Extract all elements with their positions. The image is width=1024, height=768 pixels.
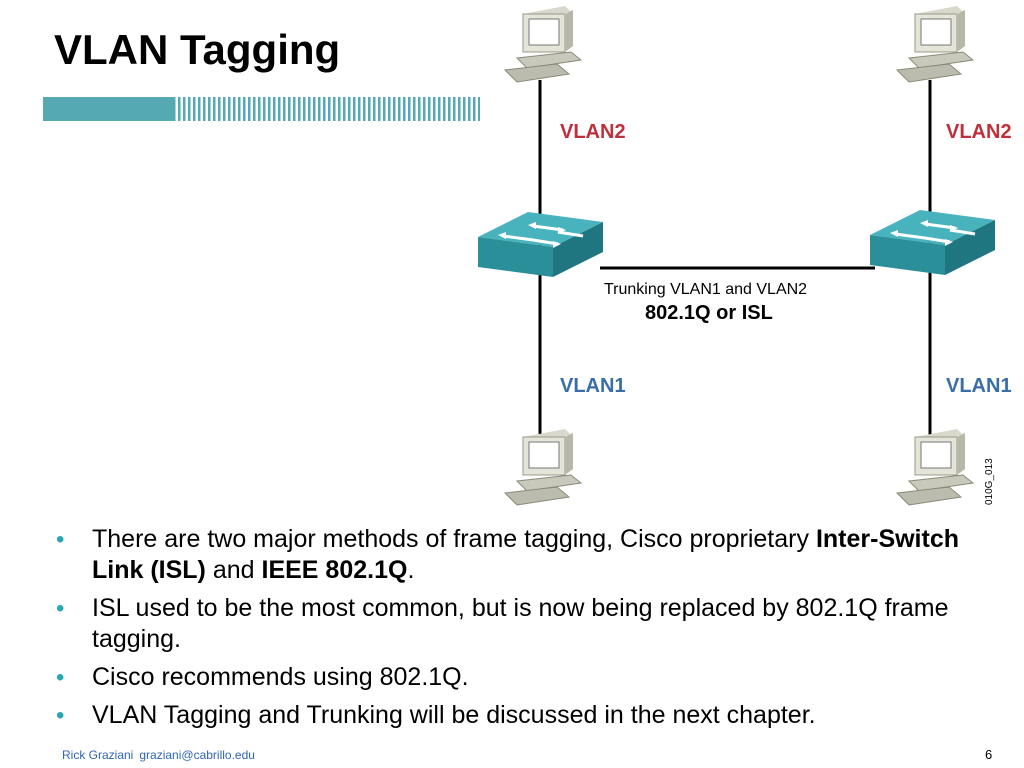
bar-stripe: [173, 97, 176, 121]
bar-stripe: [438, 97, 441, 121]
trunk-protocol-label: 802.1Q or ISL: [645, 302, 773, 324]
pc-top-left-icon: [504, 5, 582, 83]
bar-stripe: [358, 97, 361, 121]
footer-author: Rick Graziani: [62, 748, 134, 762]
bar-stripe: [423, 97, 426, 121]
bar-stripe: [468, 97, 471, 121]
bar-stripe: [418, 97, 421, 121]
bar-stripe: [253, 97, 256, 121]
bar-stripe: [343, 97, 346, 121]
bar-stripe: [223, 97, 226, 121]
bar-stripe: [378, 97, 381, 121]
bullet-item: • There are two major methods of frame t…: [56, 525, 960, 584]
bar-stripe: [443, 97, 446, 121]
bar-stripe: [218, 97, 221, 121]
bar-stripe: [353, 97, 356, 121]
bar-stripe: [333, 97, 336, 121]
bar-stripe: [403, 97, 406, 121]
bar-stripe: [198, 97, 201, 121]
bar-stripe: [293, 97, 296, 121]
bar-stripe: [228, 97, 231, 121]
bar-stripe: [283, 97, 286, 121]
bar-stripe: [448, 97, 451, 121]
bar-stripe: [473, 97, 476, 121]
bar-stripe: [363, 97, 366, 121]
vlan2-left-label: VLAN2: [560, 121, 626, 143]
bar-stripe: [188, 97, 191, 121]
page-title: VLAN Tagging: [54, 26, 341, 73]
bar-stripe: [413, 97, 416, 121]
bar-stripe: [298, 97, 301, 121]
bar-stripe: [248, 97, 251, 121]
title-underline-bar: [43, 97, 480, 121]
footer-email: graziani@cabrillo.edu: [139, 748, 255, 762]
bar-stripe: [338, 97, 341, 121]
bar-stripe: [463, 97, 466, 121]
bar-stripe: [238, 97, 241, 121]
switch-right-icon: [868, 208, 997, 277]
vlan1-right-label: VLAN1: [946, 375, 1012, 397]
bar-stripe: [348, 97, 351, 121]
bullet-icon: •: [56, 664, 65, 691]
bar-stripe: [288, 97, 291, 121]
bullet-icon: •: [56, 595, 65, 622]
bar-stripe: [203, 97, 206, 121]
bullet-item: • ISL used to be the most common, but is…: [56, 594, 949, 653]
bar-stripe: [268, 97, 271, 121]
bar-stripe: [383, 97, 386, 121]
trunk-label: Trunking VLAN1 and VLAN2: [604, 281, 807, 298]
bullet-icon: •: [56, 526, 65, 553]
bar-stripe: [208, 97, 211, 121]
switch-left-icon: [476, 210, 605, 279]
bullet-item: • VLAN Tagging and Trunking will be disc…: [56, 701, 816, 729]
pc-bottom-right-icon: [896, 428, 974, 506]
vlan2-right-label: VLAN2: [946, 121, 1012, 143]
bar-stripe: [258, 97, 261, 121]
network-diagram: VLAN2 VLAN2 VLAN1 VLAN1 Trunking VLAN1 a…: [476, 5, 1012, 506]
figure-id-label: 010G_013: [984, 458, 995, 505]
bar-stripe: [178, 97, 181, 121]
bar-stripe: [183, 97, 186, 121]
bar-stripe: [193, 97, 196, 121]
bar-stripe: [408, 97, 411, 121]
bar-stripe: [308, 97, 311, 121]
footer: Rick Graziani graziani@cabrillo.edu: [62, 748, 261, 762]
bar-stripe: [373, 97, 376, 121]
bar-stripe: [213, 97, 216, 121]
bullet-icon: •: [56, 702, 65, 729]
bar-stripe: [303, 97, 306, 121]
bar-stripe: [323, 97, 326, 121]
bar-stripe: [393, 97, 396, 121]
pc-top-right-icon: [896, 5, 974, 83]
bullet-list: • There are two major methods of frame t…: [56, 524, 996, 738]
bar-stripe: [453, 97, 456, 121]
bar-stripe: [428, 97, 431, 121]
page-number: 6: [985, 747, 993, 762]
bullet-item: • Cisco recommends using 802.1Q.: [56, 663, 469, 691]
bar-stripe: [398, 97, 401, 121]
bar-stripe: [388, 97, 391, 121]
bar-stripe: [313, 97, 316, 121]
bar-stripe: [328, 97, 331, 121]
vlan1-left-label: VLAN1: [560, 375, 626, 397]
bar-stripe: [458, 97, 461, 121]
bar-stripe: [273, 97, 276, 121]
bar-stripe: [263, 97, 266, 121]
bar-stripe: [368, 97, 371, 121]
bar-stripe: [478, 97, 480, 121]
bar-stripe: [233, 97, 236, 121]
bar-stripe: [278, 97, 281, 121]
bar-stripe: [243, 97, 246, 121]
bar-stripe: [318, 97, 321, 121]
bar-stripe: [433, 97, 436, 121]
pc-bottom-left-icon: [504, 428, 582, 506]
